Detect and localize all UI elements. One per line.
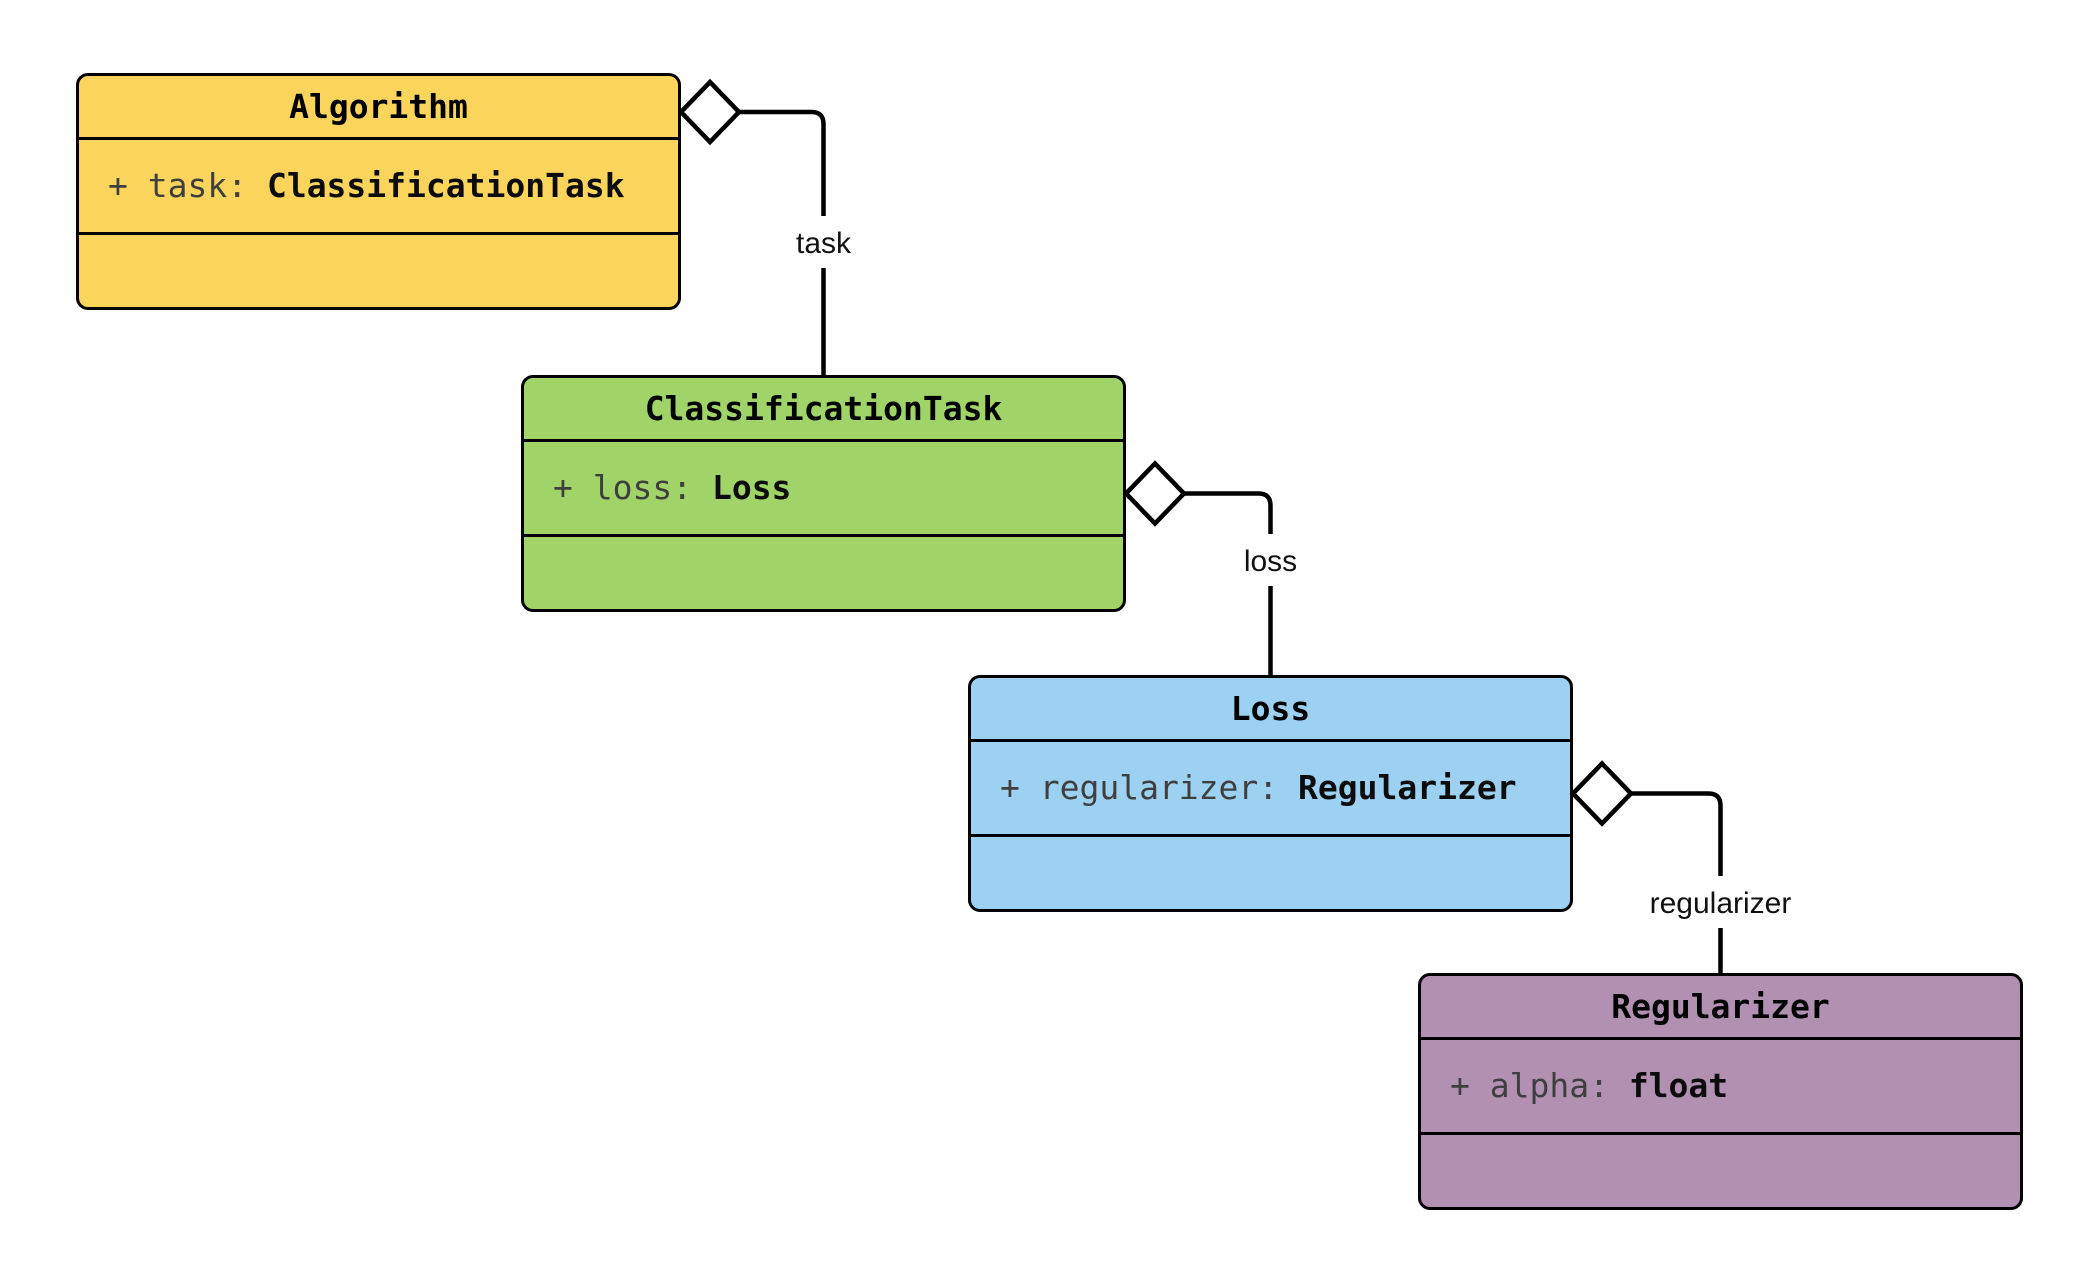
edge-regularizer-line	[1631, 791, 1723, 973]
class-attribute-row: + loss: Loss	[524, 442, 1123, 537]
class-methods-compartment-empty	[524, 537, 1123, 610]
edge-label-background	[771, 216, 876, 268]
attribute-name: + alpha:	[1450, 1066, 1629, 1106]
edge-label-loss: loss	[1244, 545, 1297, 578]
class-title: Loss	[971, 678, 1570, 742]
class-methods-compartment-empty	[971, 837, 1570, 910]
edge-loss-line	[1184, 491, 1273, 675]
class-box-algorithm: Algorithm + task: ClassificationTask	[76, 73, 681, 310]
class-attribute-row: + task: ClassificationTask	[79, 140, 678, 235]
class-title: ClassificationTask	[524, 378, 1123, 442]
edge-label-regularizer: regularizer	[1650, 887, 1792, 920]
attribute-name: + loss:	[553, 468, 712, 508]
class-box-classificationtask: ClassificationTask + loss: Loss	[521, 375, 1126, 612]
attribute-type: float	[1628, 1066, 1729, 1106]
class-box-loss: Loss + regularizer: Regularizer	[968, 675, 1573, 912]
class-methods-compartment-empty	[79, 235, 678, 308]
attribute-name: + task:	[108, 166, 267, 206]
aggregation-diamond-icon	[677, 78, 743, 146]
edge-loss: loss	[1122, 460, 1323, 675]
edge-task-line	[739, 109, 826, 375]
edge-label-background	[1620, 876, 1821, 928]
class-attribute-row: + alpha: float	[1421, 1040, 2020, 1135]
class-box-regularizer: Regularizer + alpha: float	[1418, 973, 2023, 1210]
edge-label-task: task	[796, 227, 852, 260]
edge-regularizer: regularizer	[1569, 760, 1821, 973]
aggregation-diamond-icon	[1569, 760, 1635, 827]
attribute-type: ClassificationTask	[266, 166, 625, 206]
aggregation-diamond-icon	[1122, 460, 1188, 527]
edge-task: task	[677, 78, 876, 375]
class-methods-compartment-empty	[1421, 1135, 2020, 1208]
class-title: Algorithm	[79, 76, 678, 140]
attribute-type: Regularizer	[1298, 768, 1517, 808]
edge-label-background	[1218, 534, 1323, 586]
attribute-type: Loss	[711, 468, 792, 508]
class-title: Regularizer	[1421, 976, 2020, 1040]
class-attribute-row: + regularizer: Regularizer	[971, 742, 1570, 837]
attribute-name: + regularizer:	[1000, 768, 1299, 808]
